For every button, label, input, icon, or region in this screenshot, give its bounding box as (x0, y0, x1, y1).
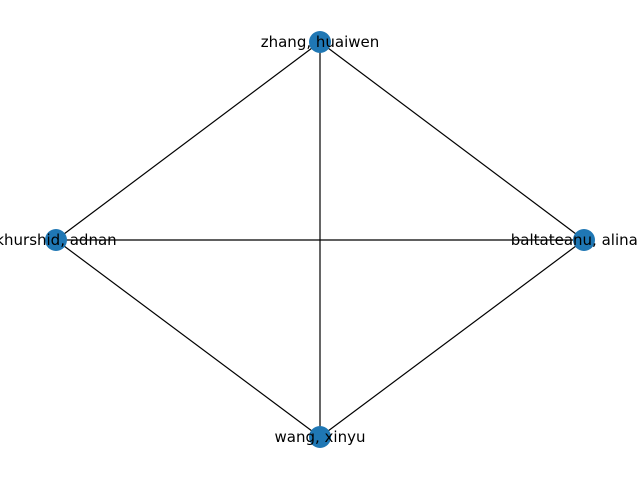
nodes-layer (45, 31, 595, 448)
edge-khurshid-wang (55, 239, 321, 438)
edge-zhang-khurshid (55, 41, 321, 241)
node-label-khurshid: khurshid, adnan (0, 231, 117, 249)
node-khurshid (45, 229, 67, 251)
node-label-wang: wang, xinyu (275, 428, 366, 446)
labels-layer: zhang, huaiwen khurshid, adnan baltateanu,… (0, 33, 640, 446)
node-wang (309, 426, 331, 448)
edges-layer (55, 41, 585, 438)
node-label-zhang: zhang, huaiwen (261, 33, 380, 51)
node-zhang (309, 31, 331, 53)
node-baltateanu (573, 229, 595, 251)
edge-baltateanu-wang (319, 239, 585, 438)
node-label-baltateanu: baltateanu, alina m (511, 231, 640, 249)
edge-zhang-baltateanu (319, 41, 585, 241)
